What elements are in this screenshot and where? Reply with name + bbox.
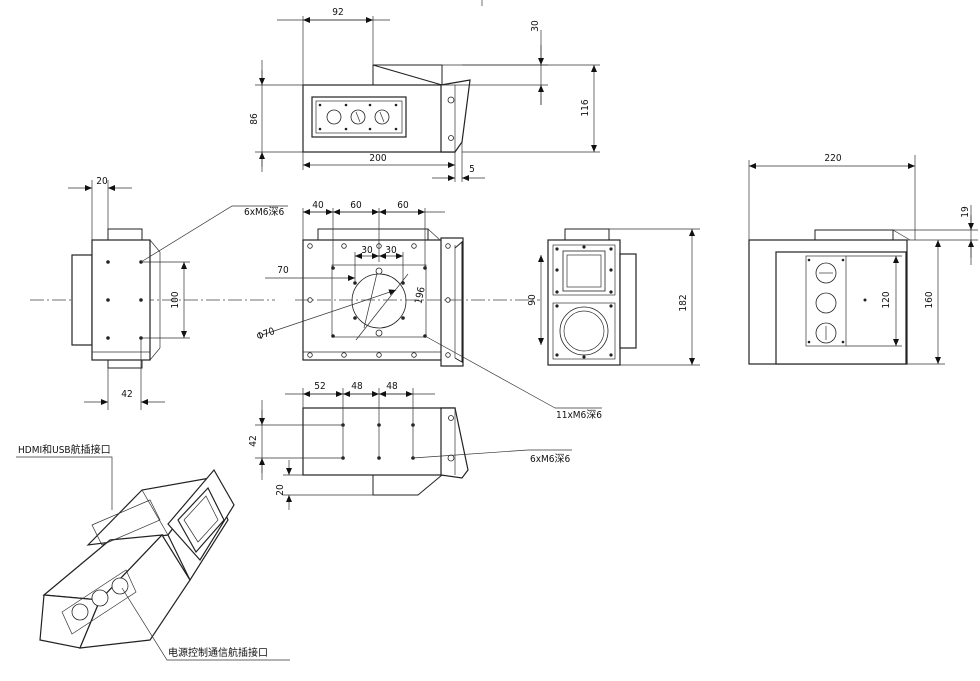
dim-phi70: Φ70: [255, 326, 276, 343]
dim-52: 52: [314, 381, 325, 392]
dim-100: 100: [170, 291, 181, 308]
isometric-view: HDMI和USB航插接口 电源控制通信航插接口: [16, 443, 290, 661]
dim-30-top: 30: [530, 20, 541, 32]
bottom-view: 52 48 48 42 20 6xM6深6: [248, 381, 572, 510]
top-view: 92 30 116 86 200 5: [249, 7, 600, 182]
note-holes-front: 6xM6深6: [244, 206, 285, 218]
front-view: 40 60 60 30 30 70 196 Φ70 11xM6深6: [255, 200, 602, 421]
dim-48-b: 48: [386, 381, 398, 392]
dim-200: 200: [369, 153, 386, 164]
dim-120: 120: [881, 291, 892, 308]
note-hdmi-usb: HDMI和USB航插接口: [18, 443, 111, 456]
dim-92: 92: [332, 7, 343, 18]
dim-60-b: 60: [397, 200, 409, 211]
dim-5: 5: [469, 164, 475, 175]
dim-70: 70: [277, 265, 289, 276]
note-holes-11: 11xM6深6: [556, 409, 602, 421]
dim-20-left: 20: [96, 176, 108, 187]
dim-20-bottom: 20: [275, 484, 286, 496]
dim-116: 116: [580, 99, 591, 116]
dim-42-left: 42: [121, 389, 132, 400]
left-side-view: 20 100 42 6xM6深6: [30, 176, 288, 410]
dim-182: 182: [678, 294, 689, 311]
dim-196: 196: [413, 286, 427, 305]
dim-40: 40: [312, 200, 324, 211]
dim-60-a: 60: [350, 200, 362, 211]
dim-42-bottom: 42: [248, 435, 259, 446]
dim-220: 220: [824, 153, 841, 164]
dim-19: 19: [960, 206, 971, 218]
dim-160: 160: [924, 291, 935, 308]
note-holes-bottom: 6xM6深6: [530, 453, 571, 465]
dim-90: 90: [527, 294, 538, 306]
dim-30-b: 30: [385, 245, 397, 256]
dim-86: 86: [249, 113, 260, 125]
right-side-view: 220 19 120 160: [748, 153, 978, 365]
dim-48-a: 48: [351, 381, 363, 392]
rear-view: 90 182: [527, 228, 700, 366]
dim-30-a: 30: [361, 245, 373, 256]
note-power-comm: 电源控制通信航插接口: [168, 646, 268, 659]
